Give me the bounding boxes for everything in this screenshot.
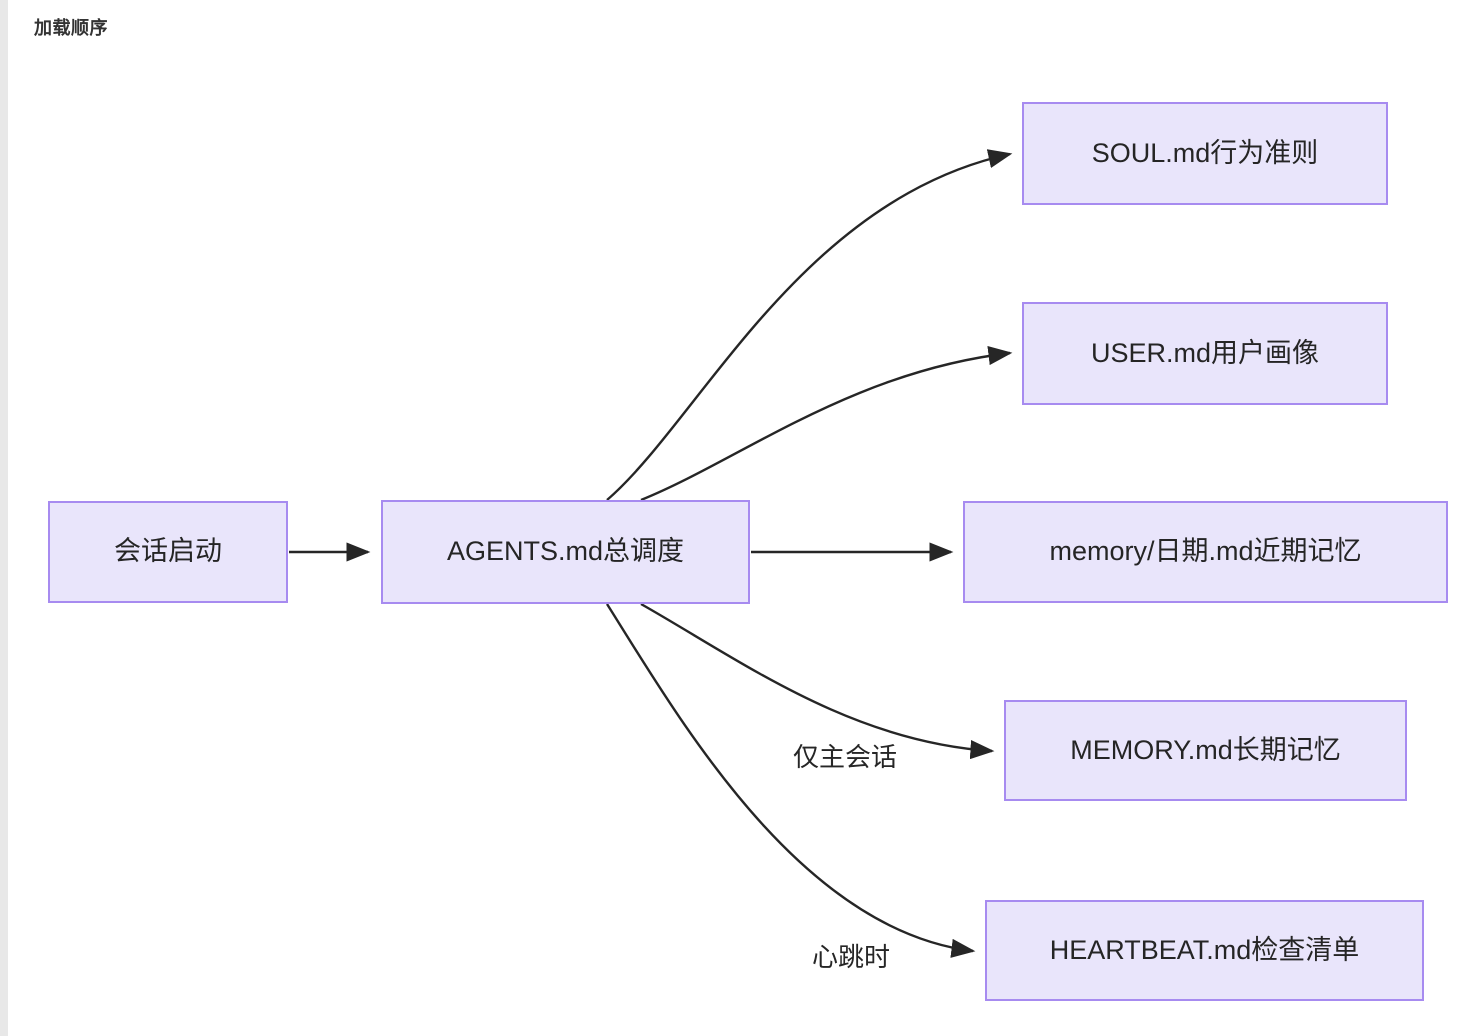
node-soul-md[interactable]: SOUL.md行为准则 (1022, 102, 1388, 205)
edge-agents-to-memory (640, 602, 995, 760)
node-memory-md[interactable]: MEMORY.md长期记忆 (1004, 700, 1407, 801)
node-memory-date-md[interactable]: memory/日期.md近期记忆 (963, 501, 1448, 603)
edge-label-on-heartbeat: 心跳时 (812, 942, 891, 972)
edge-agents-to-soul (606, 149, 1013, 501)
left-gutter (0, 0, 8, 1036)
edge-label-main-session-only: 仅主会话 (793, 742, 898, 772)
node-heartbeat-md[interactable]: HEARTBEAT.md检查清单 (985, 900, 1424, 1001)
edge-agents-to-heartbeat (605, 603, 976, 958)
node-user-md[interactable]: USER.md用户画像 (1022, 302, 1388, 405)
edge-agents-to-user (640, 346, 1013, 502)
page-title: 加载顺序 (34, 18, 108, 38)
node-agents-md[interactable]: AGENTS.md总调度 (381, 500, 750, 604)
node-session-start[interactable]: 会话启动 (48, 501, 288, 603)
